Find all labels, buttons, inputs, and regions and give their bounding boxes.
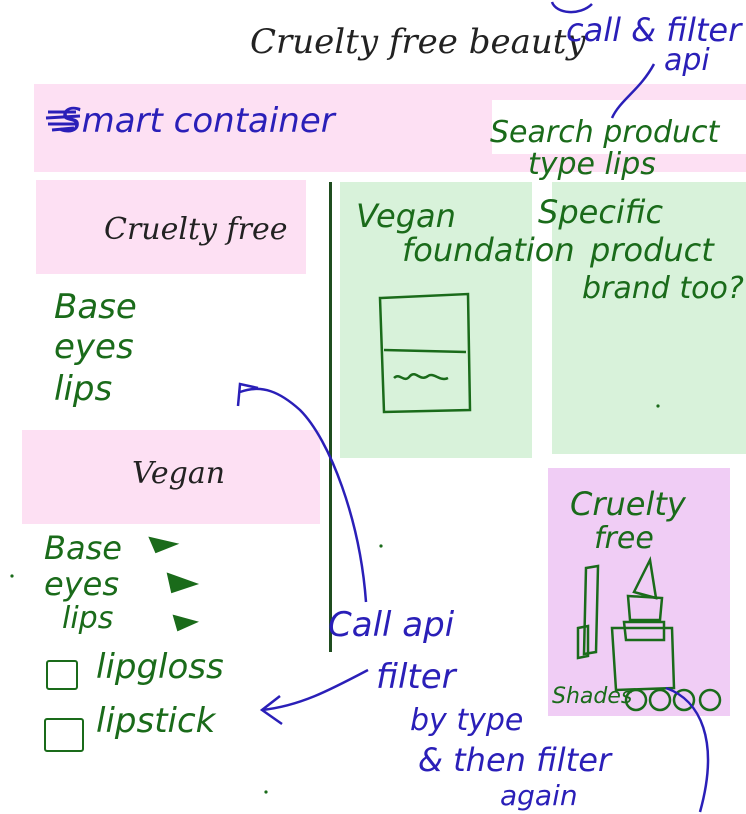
- vegan-filter[interactable]: [22, 430, 320, 524]
- scribble-icon: [45, 110, 81, 132]
- shades-arrow: [665, 686, 710, 813]
- search-note-line-2: type lips: [528, 147, 656, 182]
- cruelty-free-heading: Cruelty free: [104, 212, 288, 247]
- shade-swatch-2: [648, 688, 672, 712]
- cruelty-free-product-card[interactable]: [548, 468, 730, 716]
- bottom-note-line-3: by type: [410, 703, 524, 738]
- vertical-divider: [329, 182, 332, 652]
- vegan-foundation-line-1: Vegan: [356, 197, 456, 235]
- bottom-note-line-2: filter: [376, 657, 456, 697]
- shade-swatch-1: [624, 688, 648, 712]
- cf-item-base[interactable]: Base: [54, 287, 137, 327]
- vegan-item-base[interactable]: Base: [44, 529, 122, 567]
- cf-item-eyes[interactable]: eyes: [54, 327, 134, 367]
- cf-product-line-2: free: [594, 521, 654, 556]
- bottom-note-line-5: again: [500, 779, 578, 812]
- shade-swatch-4: [698, 688, 722, 712]
- top-note-line-1: call & filter: [566, 11, 742, 49]
- smart-container-label: Smart container: [60, 101, 335, 141]
- lipstick-icon: [576, 555, 676, 692]
- top-note-arrow: [610, 63, 656, 119]
- stray-dots: [10, 404, 660, 794]
- foundation-bottle-icon: [378, 292, 472, 414]
- cf-item-lips[interactable]: lips: [54, 369, 113, 409]
- top-partial-stroke: [550, 1, 593, 14]
- top-note-line-2: api: [664, 43, 710, 78]
- filter-arrow: [261, 668, 369, 712]
- vegan-foundation-line-2: foundation: [402, 231, 575, 269]
- scribble-marks: [148, 536, 200, 632]
- bottom-note-line-4: & then filter: [418, 741, 612, 779]
- page-title: Cruelty free beauty: [250, 22, 586, 62]
- specific-product-line-2: product: [590, 231, 714, 269]
- specific-product-card[interactable]: [552, 182, 746, 454]
- search-note-line-1: Search product: [490, 115, 720, 150]
- specific-product-line-3: brand too?: [582, 271, 744, 306]
- lipstick-label: lipstick: [96, 701, 216, 741]
- shades-label: Shades: [552, 684, 633, 709]
- lipgloss-label: lipgloss: [96, 647, 224, 687]
- vegan-item-lips[interactable]: lips: [62, 601, 114, 636]
- lipstick-checkbox[interactable]: [44, 718, 84, 752]
- shade-swatches: [624, 688, 722, 712]
- bottom-note-line-1: Call api: [328, 605, 455, 645]
- specific-product-line-1: Specific: [538, 193, 664, 231]
- call-api-arrowhead: [236, 382, 259, 407]
- shade-swatch-3: [672, 688, 696, 712]
- vegan-item-eyes[interactable]: eyes: [44, 565, 119, 603]
- filter-arrowhead: [259, 695, 283, 726]
- cf-product-line-1: Cruelty: [570, 485, 686, 523]
- lipgloss-checkbox[interactable]: [46, 660, 78, 690]
- call-api-arrow: [239, 387, 368, 603]
- cruelty-free-filter[interactable]: [36, 180, 306, 274]
- vegan-heading: Vegan: [132, 456, 226, 491]
